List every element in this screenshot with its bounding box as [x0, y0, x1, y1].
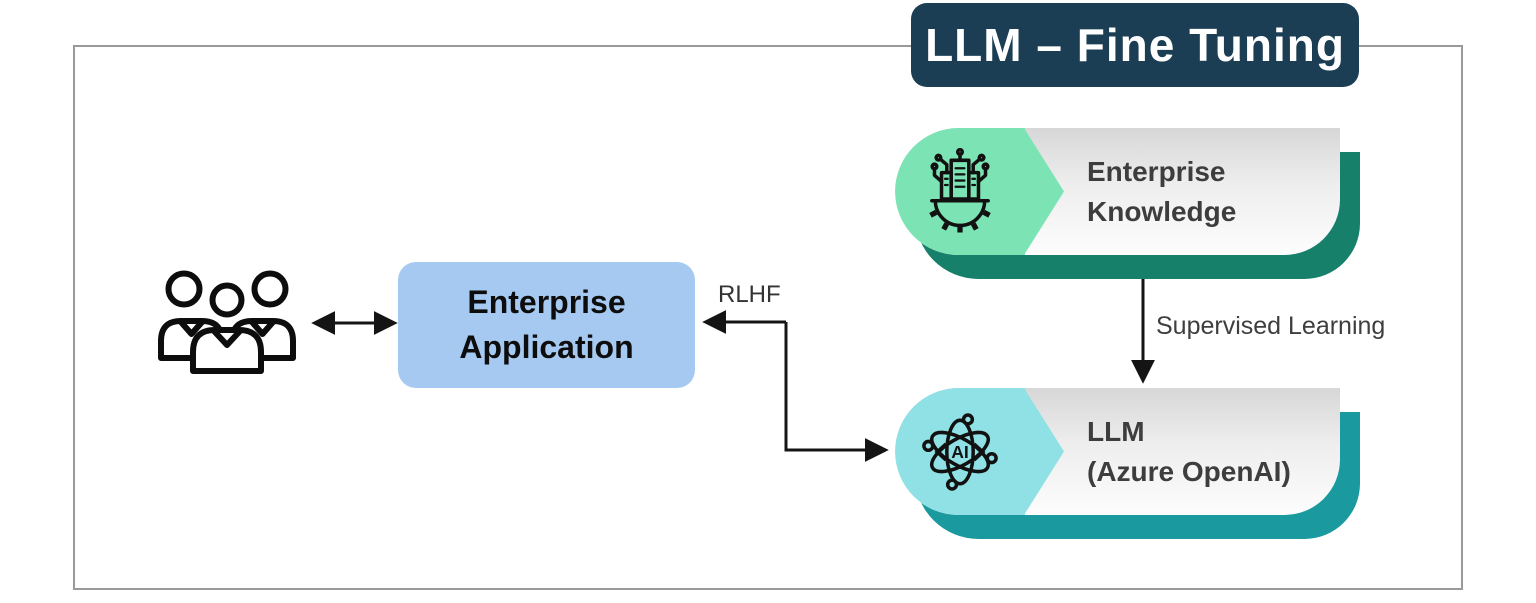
- diagram-title-label: LLM – Fine Tuning: [925, 19, 1345, 71]
- llm-accent: AI: [895, 388, 1025, 515]
- svg-text:AI: AI: [951, 442, 969, 462]
- enterprise-knowledge-accent: [895, 128, 1025, 255]
- supervised-learning-edge-label: Supervised Learning: [1156, 312, 1386, 340]
- enterprise-knowledge-card: Enterprise Knowledge: [895, 128, 1340, 255]
- industry-gear-icon: [929, 147, 991, 232]
- enterprise-application-label-line2: Application: [459, 329, 634, 365]
- rlhf-edge-label: RLHF: [718, 281, 781, 308]
- node-llm-azure-openai: AI LLM (Azure OpenAI): [895, 388, 1360, 540]
- llm-label: LLM (Azure OpenAI): [1087, 388, 1330, 515]
- node-enterprise-knowledge: Enterprise Knowledge: [895, 128, 1360, 280]
- llm-accent-point: [1024, 388, 1064, 515]
- users-group-icon: [158, 270, 296, 374]
- node-enterprise-application: Enterprise Application: [398, 262, 695, 388]
- ai-atom-icon: AI: [922, 412, 998, 491]
- llm-label-line2: (Azure OpenAI): [1087, 455, 1291, 487]
- llm-card: AI LLM (Azure OpenAI): [895, 388, 1340, 515]
- enterprise-knowledge-accent-point: [1024, 128, 1064, 255]
- diagram-title: LLM – Fine Tuning: [911, 3, 1359, 87]
- enterprise-application-label-line1: Enterprise: [467, 284, 626, 321]
- enterprise-knowledge-label-line1: Enterprise: [1087, 156, 1226, 188]
- llm-label-line1: LLM: [1087, 416, 1145, 448]
- enterprise-knowledge-label-line2: Knowledge: [1087, 195, 1237, 227]
- enterprise-knowledge-label: Enterprise Knowledge: [1087, 128, 1330, 255]
